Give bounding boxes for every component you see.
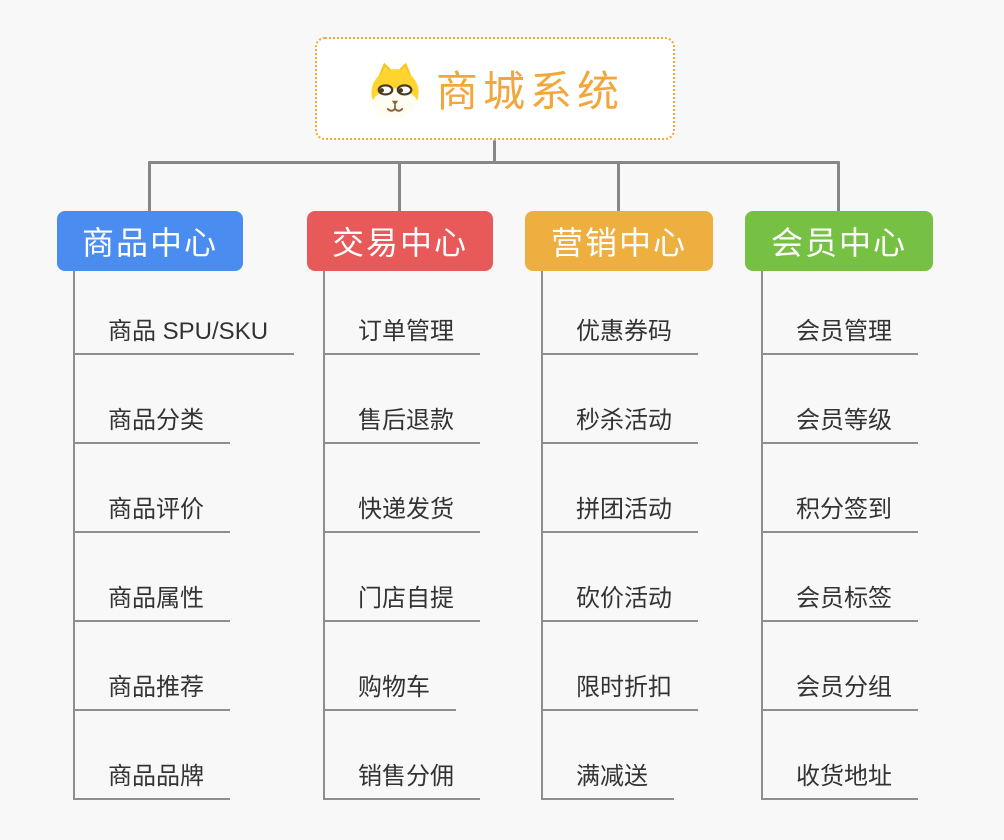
dog-face-icon	[371, 62, 419, 118]
connector-drop-marketing	[617, 161, 620, 212]
leaf-node[interactable]: 会员标签	[763, 533, 918, 622]
root-title: 商城系统	[435, 68, 624, 115]
leaf-node[interactable]: 商品品牌	[75, 711, 230, 800]
leaf-column-trade: 订单管理 售后退款 快递发货 门店自提 购物车 销售分佣	[323, 271, 480, 800]
leaf-node[interactable]: 会员管理	[763, 271, 918, 355]
leaf-node[interactable]: 会员分组	[763, 622, 918, 711]
leaf-node[interactable]: 商品推荐	[75, 622, 230, 711]
branch-node-marketing-center[interactable]: 营销中心	[525, 211, 713, 271]
leaf-node[interactable]: 秒杀活动	[543, 355, 698, 444]
branch-node-member-center[interactable]: 会员中心	[745, 211, 933, 271]
leaf-node[interactable]: 砍价活动	[543, 533, 698, 622]
leaf-node[interactable]: 积分签到	[763, 444, 918, 533]
leaf-node[interactable]: 优惠券码	[543, 271, 698, 355]
leaf-node[interactable]: 会员等级	[763, 355, 918, 444]
connector-drop-trade	[398, 161, 401, 212]
branch-node-product-center[interactable]: 商品中心	[57, 211, 243, 271]
leaf-column-marketing: 优惠券码 秒杀活动 拼团活动 砍价活动 限时折扣 满减送	[541, 271, 698, 800]
leaf-node[interactable]: 商品分类	[75, 355, 230, 444]
root-node[interactable]: 商城系统	[315, 37, 675, 140]
leaf-node[interactable]: 销售分佣	[325, 711, 480, 800]
leaf-node[interactable]: 快递发货	[325, 444, 480, 533]
connector-drop-member	[837, 161, 840, 212]
branch-node-trade-center[interactable]: 交易中心	[307, 211, 493, 271]
leaf-node[interactable]: 拼团活动	[543, 444, 698, 533]
leaf-column-member: 会员管理 会员等级 积分签到 会员标签 会员分组 收货地址	[761, 271, 918, 800]
connector-drop-product	[148, 161, 151, 212]
leaf-column-product: 商品 SPU/SKU 商品分类 商品评价 商品属性 商品推荐 商品品牌	[73, 271, 295, 800]
connector-horizontal-bar	[148, 161, 840, 164]
leaf-node[interactable]: 售后退款	[325, 355, 480, 444]
leaf-node[interactable]: 收货地址	[763, 711, 918, 800]
leaf-node[interactable]: 购物车	[325, 622, 456, 711]
leaf-node[interactable]: 限时折扣	[543, 622, 698, 711]
leaf-node[interactable]: 订单管理	[325, 271, 480, 355]
leaf-node[interactable]: 商品评价	[75, 444, 230, 533]
leaf-node[interactable]: 满减送	[543, 711, 674, 800]
connector-root-stem	[493, 140, 496, 163]
leaf-node[interactable]: 商品 SPU/SKU	[75, 271, 295, 355]
leaf-node[interactable]: 商品属性	[75, 533, 230, 622]
leaf-node[interactable]: 门店自提	[325, 533, 480, 622]
